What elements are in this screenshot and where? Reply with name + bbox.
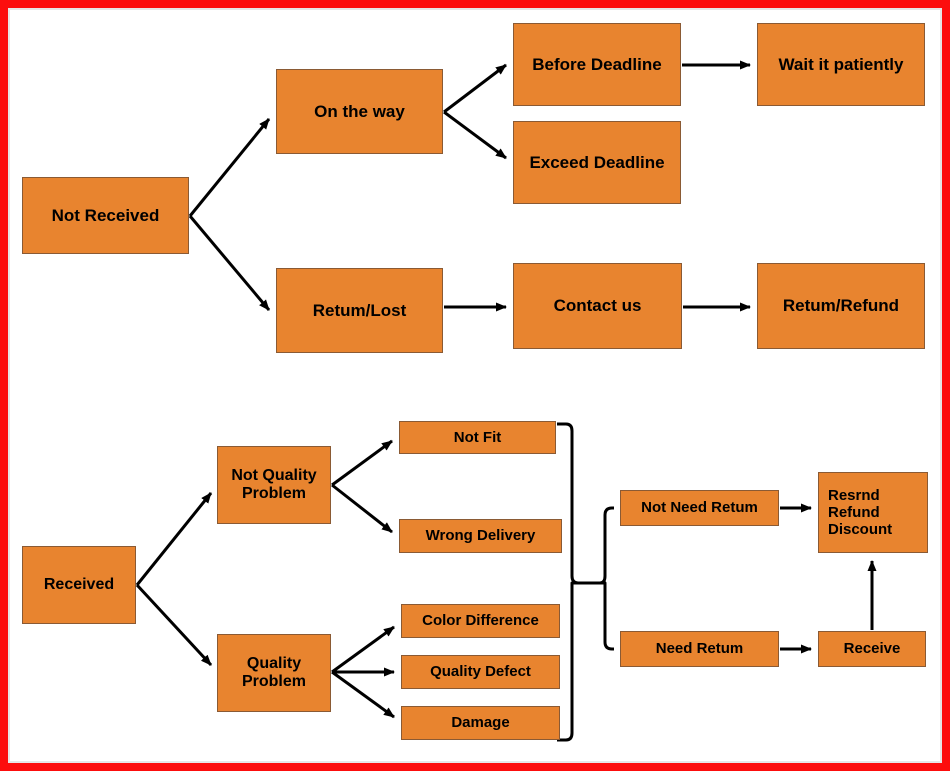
node-exceed-deadline[interactable]: Exceed Deadline [513, 121, 681, 204]
node-receive[interactable]: Receive [818, 631, 926, 667]
frame-border-left [0, 0, 8, 771]
node-not-received[interactable]: Not Received [22, 177, 189, 254]
frame-border-top [0, 0, 950, 8]
node-before-deadline[interactable]: Before Deadline [513, 23, 681, 106]
node-received[interactable]: Received [22, 546, 136, 624]
node-return-refund[interactable]: Retum/Refund [757, 263, 925, 349]
inner-frame [8, 8, 942, 763]
node-return-lost[interactable]: Retum/Lost [276, 268, 443, 353]
node-quality-defect[interactable]: Quality Defect [401, 655, 560, 689]
node-need-return[interactable]: Need Retum [620, 631, 779, 667]
node-quality-problem[interactable]: Quality Problem [217, 634, 331, 712]
node-wrong-delivery[interactable]: Wrong Delivery [399, 519, 562, 553]
node-not-fit[interactable]: Not Fit [399, 421, 556, 454]
frame-border-bottom [0, 763, 950, 771]
frame-border-right [942, 0, 950, 771]
node-wait-it-patiently[interactable]: Wait it patiently [757, 23, 925, 106]
node-not-quality-problem[interactable]: Not Quality Problem [217, 446, 331, 524]
node-on-the-way[interactable]: On the way [276, 69, 443, 154]
node-contact-us[interactable]: Contact us [513, 263, 682, 349]
node-resend-refund-discount[interactable]: Resrnd Refund Discount [818, 472, 928, 553]
node-color-difference[interactable]: Color Difference [401, 604, 560, 638]
node-damage[interactable]: Damage [401, 706, 560, 740]
node-not-need-return[interactable]: Not Need Retum [620, 490, 779, 526]
